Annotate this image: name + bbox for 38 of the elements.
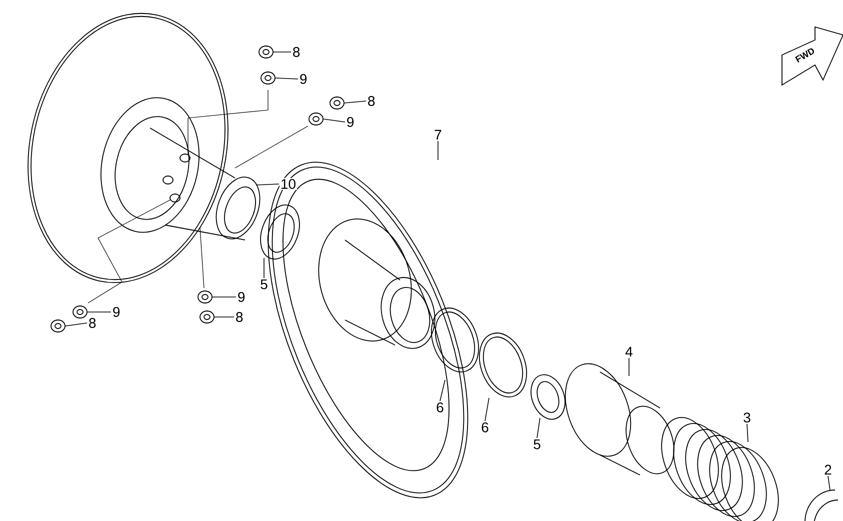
washer-picture — [72, 306, 88, 318]
washer-picture — [200, 310, 214, 324]
leader-line — [628, 358, 630, 376]
callout-number: 6 — [435, 401, 445, 414]
callout-number: 8 — [291, 46, 302, 58]
callout-number: 10 — [279, 178, 298, 190]
callout-number: 9 — [236, 291, 246, 303]
washer-picture — [308, 112, 324, 126]
callout-number: 9 — [298, 73, 308, 85]
leader-line — [344, 100, 366, 104]
leader-line — [65, 322, 88, 326]
callout-number: 5 — [532, 438, 542, 450]
callout-number: 6 — [480, 421, 490, 434]
washer-picture — [330, 96, 344, 110]
leader-line — [214, 316, 234, 318]
callout-number: 8 — [366, 95, 376, 107]
leader-line — [440, 380, 446, 402]
leader-line — [746, 424, 748, 442]
leader-line — [323, 118, 346, 122]
callout-number: 4 — [624, 346, 634, 358]
callout-number: 7 — [433, 128, 443, 141]
washer-picture — [198, 290, 212, 304]
leader-line — [212, 296, 236, 298]
washer-picture — [50, 320, 66, 332]
callout-number: 9 — [345, 116, 356, 128]
washer-picture — [258, 46, 274, 58]
callout-number: 5 — [259, 278, 269, 290]
leader-line — [256, 184, 280, 186]
callout-number: 2 — [823, 464, 833, 476]
leader-line — [275, 78, 298, 80]
leader-line — [484, 398, 490, 422]
callout-number: 9 — [111, 306, 122, 318]
callout-number: 8 — [87, 317, 98, 329]
callout-number: 8 — [234, 311, 244, 323]
leader-line — [536, 418, 540, 438]
callout-number: 3 — [742, 412, 752, 424]
washer-picture — [260, 72, 276, 84]
leader-line — [828, 476, 830, 490]
